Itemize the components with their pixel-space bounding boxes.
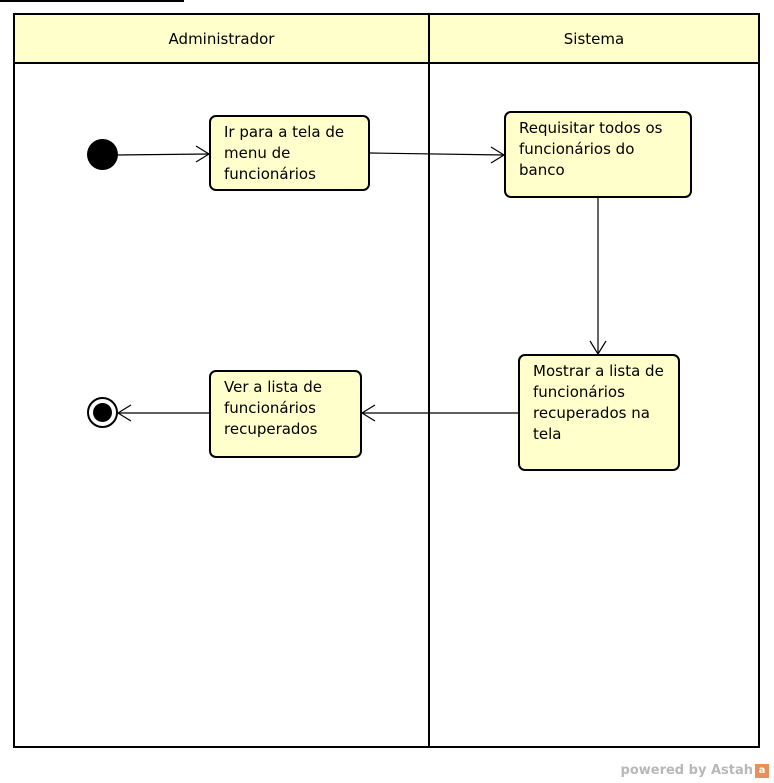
- initial-node[interactable]: [87, 139, 118, 170]
- watermark-text: powered by Astah: [620, 763, 753, 778]
- diagram-tab-line: [0, 0, 184, 2]
- header-divider: [15, 62, 758, 64]
- final-node[interactable]: [87, 397, 118, 428]
- lane-divider: [428, 15, 430, 746]
- arrowhead: [195, 145, 211, 163]
- edge-menu-to-request: [369, 152, 505, 156]
- edge-initial-to-menu: [117, 153, 210, 156]
- swimlane-frame: [13, 13, 760, 748]
- arrowhead: [360, 404, 376, 422]
- astah-logo-icon: a: [755, 763, 769, 778]
- action-request-all[interactable]: Requisitar todos os funcionários do banc…: [504, 111, 692, 198]
- final-node-core: [93, 403, 112, 422]
- astah-watermark: powered by Astah a: [621, 763, 769, 778]
- lane-header-administrador[interactable]: Administrador: [15, 15, 428, 63]
- action-show-list[interactable]: Mostrar a lista de funcionários recupera…: [518, 354, 680, 471]
- arrowhead: [589, 340, 607, 356]
- action-view-list[interactable]: Ver a lista de funcionários recuperados: [209, 370, 362, 458]
- action-go-to-menu[interactable]: Ir para a tela de menu de funcionários: [209, 115, 370, 191]
- lane-header-sistema[interactable]: Sistema: [430, 15, 758, 63]
- arrowhead: [490, 146, 506, 164]
- arrowhead: [116, 404, 132, 422]
